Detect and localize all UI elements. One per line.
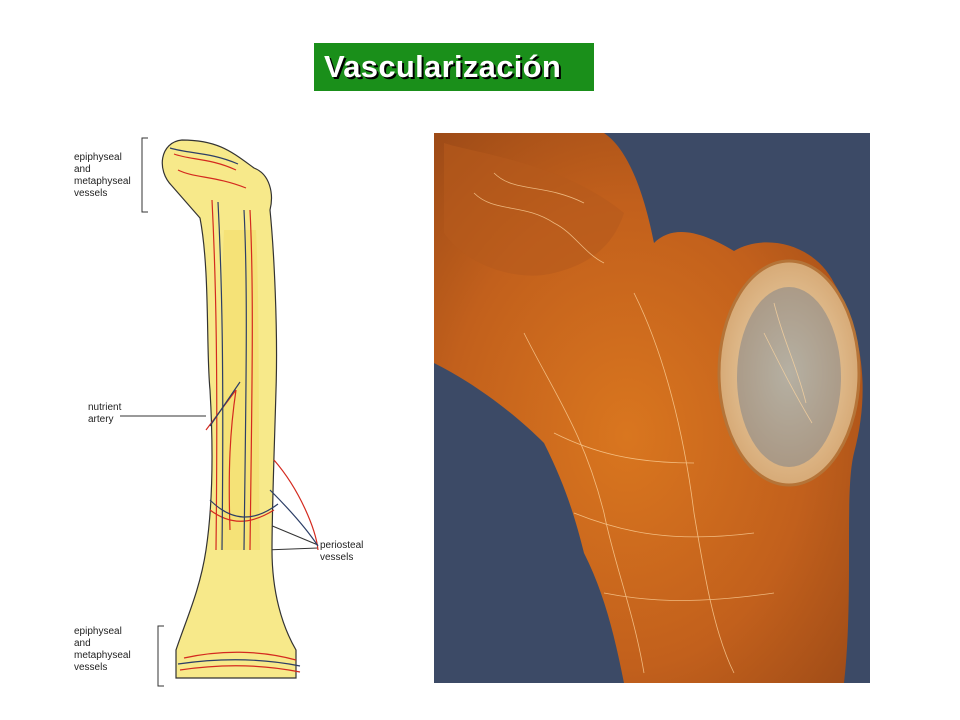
nutrient-artery-label: nutrient artery [88, 402, 122, 425]
slide-title: Vascularización [324, 49, 562, 84]
epiphyseal-metaphyseal-top-label: epiphyseal and metaphyseal vessels [74, 152, 131, 199]
title-banner: Vascularización [314, 43, 594, 91]
bone-vascular-diagram: epiphyseal and metaphyseal vessels nutri… [60, 130, 380, 690]
periosteal-vessels-label: periosteal vessels [320, 540, 364, 563]
epiphyseal-metaphyseal-bottom-label: epiphyseal and metaphyseal vessels [74, 626, 131, 673]
femur-specimen-photo [434, 133, 870, 683]
femur-illustration [120, 137, 319, 687]
